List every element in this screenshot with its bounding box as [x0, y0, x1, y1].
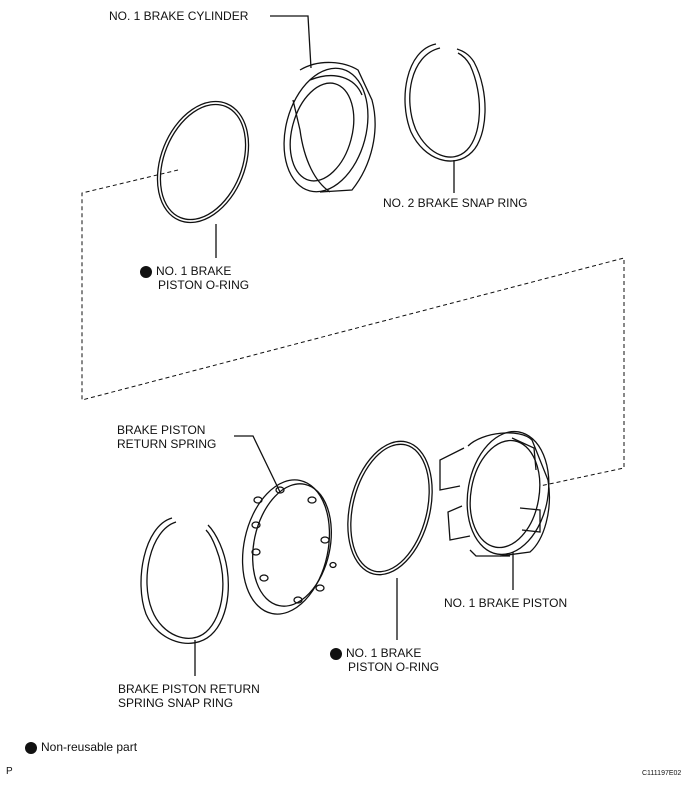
oring-top-part	[156, 100, 250, 224]
label-return-spring: BRAKE PISTON RETURN SPRING	[117, 423, 217, 451]
label-brake-cylinder: NO. 1 BRAKE CYLINDER	[109, 9, 249, 23]
brake-cylinder-part	[283, 61, 376, 193]
leader-lines	[194, 15, 514, 676]
legend: Non-reusable part	[25, 740, 137, 754]
non-reusable-icon	[25, 741, 37, 754]
return-spring-part	[241, 479, 337, 615]
label-spring-snap-ring: BRAKE PISTON RETURN SPRING SNAP RING	[118, 682, 260, 710]
label-oring-bottom: NO. 1 BRAKE PISTON O-RING	[330, 646, 439, 674]
figure-id: C111197E02	[642, 770, 682, 777]
label-snap-ring-2: NO. 2 BRAKE SNAP RING	[383, 196, 528, 210]
non-reusable-icon	[330, 647, 342, 660]
spring-snap-ring-part	[140, 517, 229, 644]
snap-ring-2-part	[404, 43, 486, 162]
legend-text: Non-reusable part	[41, 740, 138, 754]
oring-bottom-part	[347, 440, 433, 576]
label-brake-piston: NO. 1 BRAKE PISTON	[444, 596, 568, 610]
label-oring-top: NO. 1 BRAKE PISTON O-RING	[140, 264, 249, 292]
non-reusable-icon	[140, 265, 152, 278]
footer-left: P	[6, 766, 13, 777]
brake-piston-part	[439, 430, 551, 557]
